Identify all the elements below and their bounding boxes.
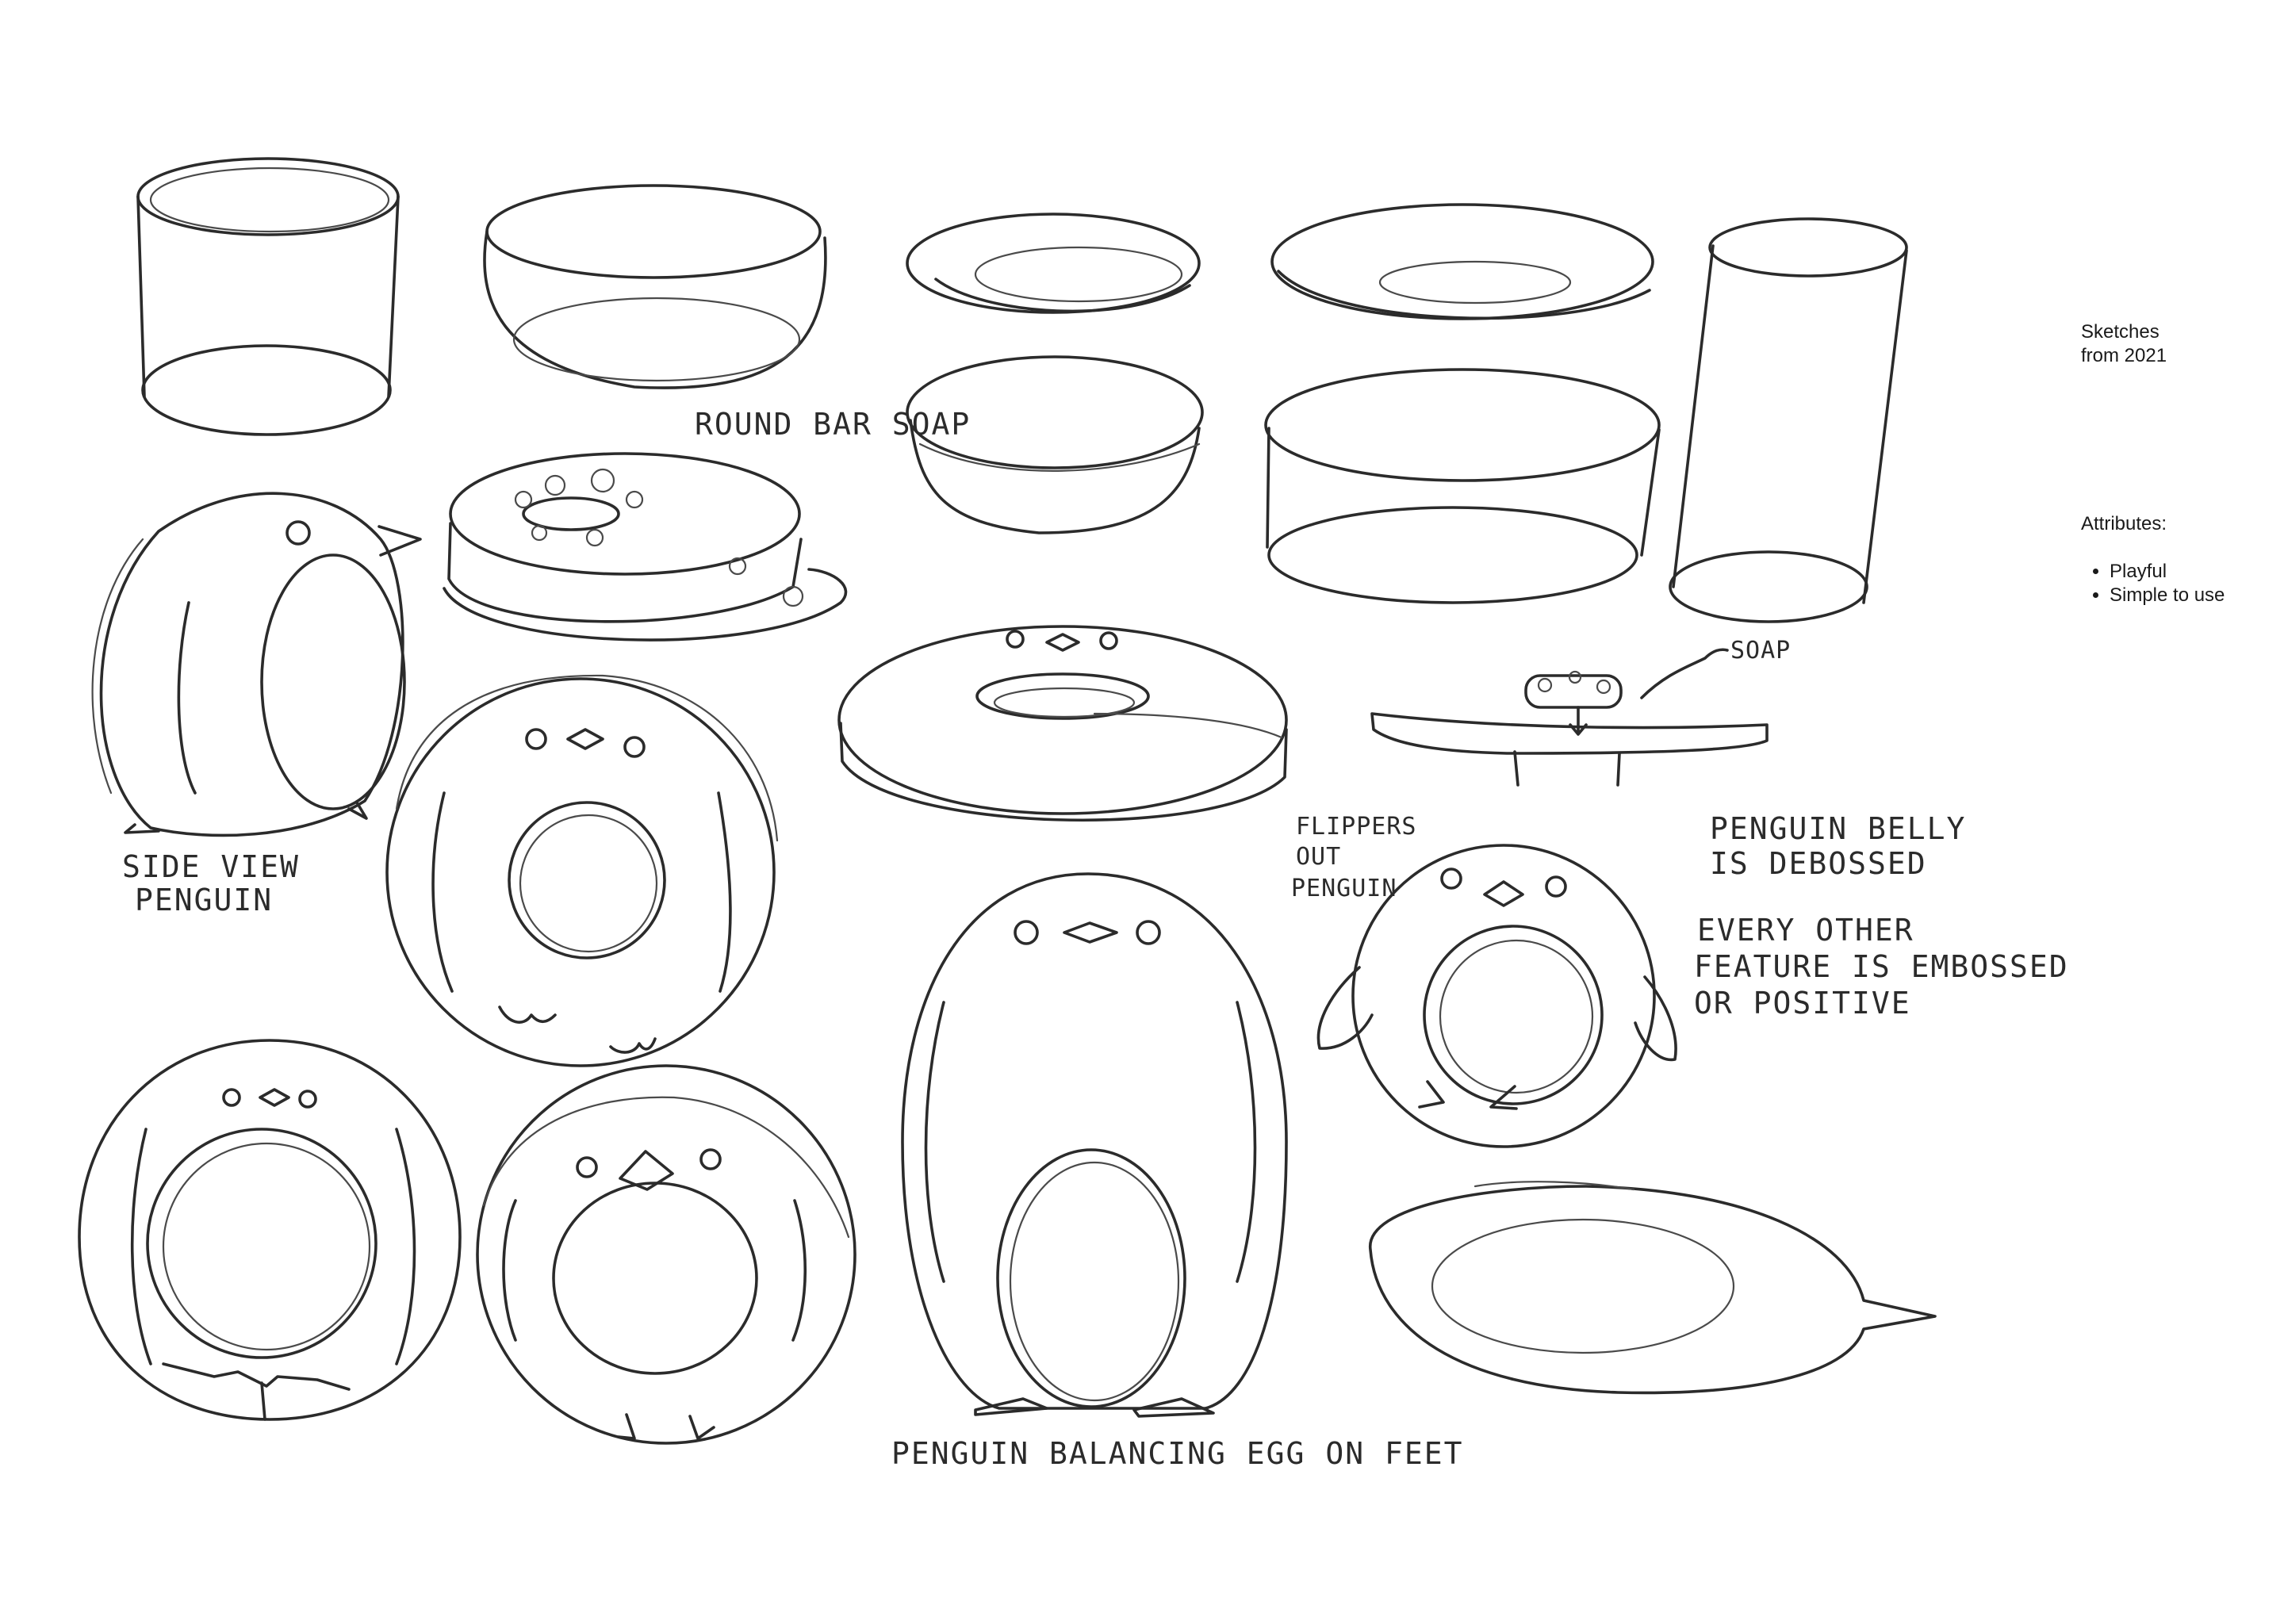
flippers-label-line3: PENGUIN <box>1291 875 1397 902</box>
emboss-label-line2: FEATURE IS EMBOSSED <box>1694 949 2069 984</box>
round-bar-soap-label: ROUND BAR SOAP <box>695 407 971 442</box>
belly-label-line2: IS DEBOSSED <box>1710 846 1927 881</box>
attributes-title: Attributes: <box>2081 513 2167 534</box>
attributes-list: Playful Simple to use <box>2081 560 2225 607</box>
side-view-label-line2: PENGUIN <box>135 883 273 917</box>
belly-label-line1: PENGUIN BELLY <box>1710 811 1966 846</box>
side-view-penguin-sketch <box>91 492 422 837</box>
flippers-out-penguin-sketch <box>1316 844 1677 1148</box>
emboss-label-line1: EVERY OTHER <box>1697 913 1914 948</box>
attribute-item: Simple to use <box>2110 584 2225 607</box>
egg-feet-label: PENGUIN BALANCING EGG ON FEET <box>891 1436 1463 1471</box>
sketches-note-line2: from 2021 <box>2081 345 2167 366</box>
round-bowl-sketch <box>483 184 827 389</box>
diamond-beak-penguin-sketch <box>476 1064 856 1445</box>
flat-tray-sketch <box>1270 203 1654 320</box>
oval-basin-sketch <box>1264 368 1661 604</box>
attribute-item: Playful <box>2110 560 2225 584</box>
round-bar-soap-dish-sketch <box>443 452 848 642</box>
soap-holder-sketch <box>1370 648 1769 787</box>
wide-penguin-sketch <box>78 1039 462 1421</box>
tall-cylinder-sketch <box>1669 217 1908 623</box>
sketches-note-line1: Sketches <box>2081 321 2159 343</box>
flippers-label-line2: OUT <box>1296 843 1341 871</box>
penguin-balancing-egg-sketch <box>901 872 1288 1418</box>
cylinder-cup-sketch <box>136 157 400 436</box>
emboss-label-line3: OR POSITIVE <box>1694 986 1911 1021</box>
sketches-note: Sketches from 2021 <box>2081 320 2167 368</box>
penguin-tail-tray-sketch <box>1369 1181 1937 1395</box>
flippers-label-line1: FLIPPERS <box>1296 813 1417 841</box>
donut-penguin-front-sketch <box>385 674 779 1067</box>
donut-penguin-flat-sketch <box>837 625 1288 822</box>
side-view-label-line1: SIDE VIEW <box>122 849 300 884</box>
deep-bowl-sketch <box>906 355 1204 534</box>
shallow-dish-sketch <box>906 213 1201 314</box>
soap-label: SOAP <box>1730 637 1791 665</box>
